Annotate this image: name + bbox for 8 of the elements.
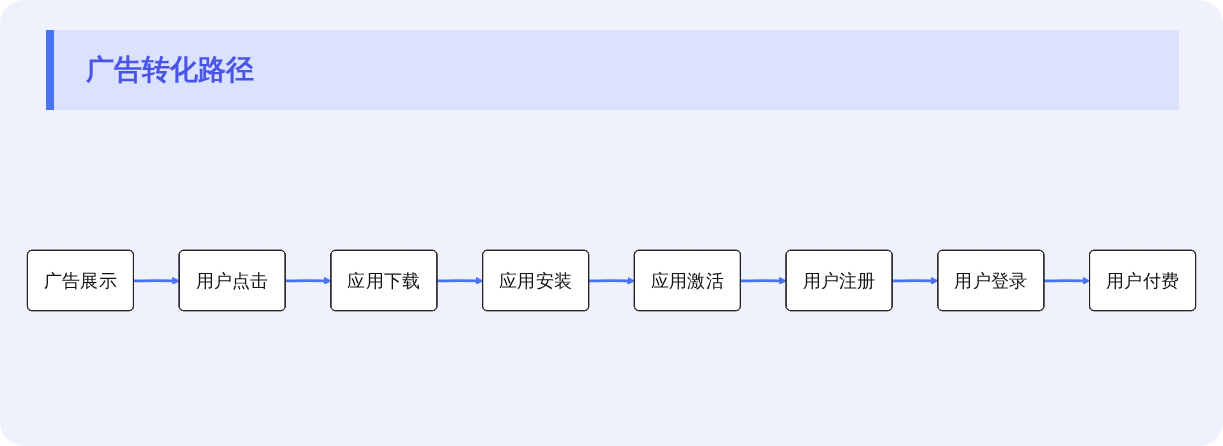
arrow xyxy=(892,276,939,285)
arrow xyxy=(589,276,636,285)
arrow xyxy=(133,276,180,285)
arrow xyxy=(437,276,484,285)
arrow xyxy=(740,276,787,285)
arrow xyxy=(1044,276,1091,285)
title-banner: 广告转化路径 xyxy=(46,30,1179,110)
arrow xyxy=(285,276,332,285)
